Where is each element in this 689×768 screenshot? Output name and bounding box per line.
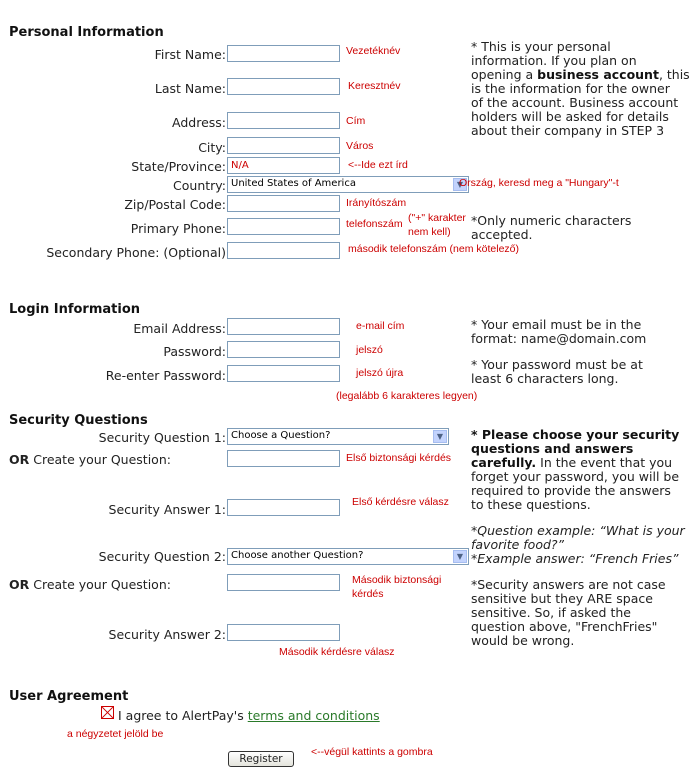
secondary-phone-input[interactable] [227,242,340,259]
first-name-hint: Vezetéknév [346,45,401,57]
security-question-2-value: Choose another Question? [231,550,364,561]
security-heading: Security Questions [9,413,148,428]
email-format-note: * Your email must be in the format: name… [471,317,647,346]
reenter-password-input[interactable] [227,365,340,382]
register-button[interactable]: Register [228,751,294,767]
case-sensitivity-note: *Security answers are not case sensitive… [471,577,666,648]
create-question-2-input[interactable] [227,574,340,591]
personal-info-note: * This is your personal information. If … [471,39,689,138]
create-question-1-input[interactable] [227,450,340,467]
reenter-password-hint: jelszó újra [356,367,404,379]
last-name-input[interactable] [227,78,340,95]
last-name-hint: Keresztnév [348,80,401,92]
register-hint: <--végül kattints a gombra [311,746,433,758]
state-hint: <--Ide ezt írd [348,159,408,171]
reenter-password-label: Re-enter Password: [105,368,226,383]
create-question-1-hint: Első biztonsági kérdés [346,452,452,464]
primary-phone-hint-3: nem kell) [408,226,451,238]
primary-phone-hint: telefonszám [346,218,403,230]
security-question-1-value: Choose a Question? [231,430,331,441]
secondary-phone-label: Secondary Phone: (Optional) [46,245,226,260]
security-answer-2-hint: Második kérdésre válasz [279,646,395,658]
security-answer-2-input[interactable] [227,624,340,641]
email-label: Email Address: [133,321,226,336]
chevron-down-icon[interactable]: ▼ [433,430,447,443]
agreement-text: I agree to AlertPay's terms and conditio… [118,708,380,723]
security-answer-1-label: Security Answer 1: [108,502,226,517]
country-hint: Ország, keresd meg a "Hungary"-t [459,177,619,189]
password-length-note: * Your password must be at least 6 chara… [471,357,643,386]
zip-input[interactable] [227,195,340,212]
email-input[interactable] [227,318,340,335]
last-name-label: Last Name: [154,81,226,96]
password-label: Password: [163,344,226,359]
terms-link[interactable]: terms and conditions [247,708,380,723]
chevron-down-icon[interactable]: ▼ [453,178,467,191]
password-length-hint: (legalább 6 karakteres legyen) [336,390,478,402]
security-question-2-select[interactable]: Choose another Question? ▼ [227,548,469,565]
country-select-value: United States of America [231,178,356,189]
city-input[interactable] [227,137,340,154]
login-heading: Login Information [9,302,141,317]
primary-phone-hint-2: ("+" karakter [408,212,466,224]
first-name-input[interactable] [227,45,340,62]
address-hint: Cím [346,115,366,127]
city-hint: Város [346,140,374,152]
security-example-note: *Question example: “What is your favorit… [471,523,685,566]
security-question-1-select[interactable]: Choose a Question? ▼ [227,428,449,445]
agree-checkbox[interactable] [101,706,114,719]
zip-hint: Irányítószám [346,197,407,209]
country-label: Country: [173,178,226,193]
chevron-down-icon[interactable]: ▼ [453,550,467,563]
city-label: City: [198,140,226,155]
security-question-2-label: Security Question 2: [98,549,226,564]
security-question-1-label: Security Question 1: [98,430,226,445]
secondary-phone-hint: második telefonszám (nem kötelező) [348,243,519,255]
numeric-note: *Only numeric characters accepted. [471,213,632,242]
password-hint: jelszó [356,344,383,356]
zip-label: Zip/Postal Code: [124,197,226,212]
state-label: State/Province: [131,159,226,174]
agreement-heading: User Agreement [9,689,129,704]
email-hint: e-mail cím [356,320,405,332]
create-question-1-label: OR Create your Question: [9,452,171,467]
primary-phone-input[interactable] [227,218,340,235]
personal-heading: Personal Information [9,25,164,40]
security-answer-1-hint: Első kérdésre válasz [352,496,449,508]
create-question-2-hint-b: kérdés [352,588,384,600]
create-question-2-hint-a: Második biztonsági [352,574,442,586]
primary-phone-label: Primary Phone: [130,221,226,236]
security-answer-2-label: Security Answer 2: [108,627,226,642]
security-note: * Please choose your security questions … [471,427,680,512]
country-select[interactable]: United States of America ▼ [227,176,469,193]
create-question-2-label: OR Create your Question: [9,577,171,592]
password-input[interactable] [227,341,340,358]
security-answer-1-input[interactable] [227,499,340,516]
first-name-label: First Name: [154,47,226,62]
address-label: Address: [172,115,226,130]
address-input[interactable] [227,112,340,129]
state-input[interactable] [227,157,340,174]
agreement-hint: a négyzetet jelöld be [67,728,164,740]
